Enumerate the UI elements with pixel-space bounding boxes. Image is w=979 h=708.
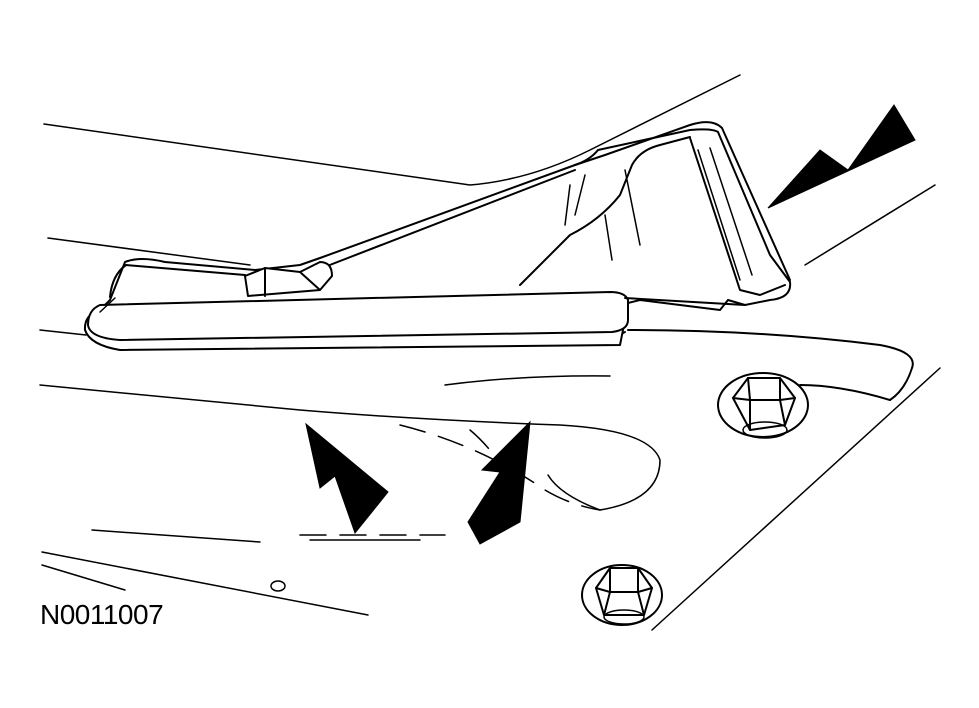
upper-flange-nut — [717, 372, 809, 439]
frame-panel-lines — [39, 74, 941, 631]
callout-arrow-lower-left — [305, 422, 389, 535]
callout-arrow-lower-right — [467, 420, 531, 545]
figure-id-label: N0011007 — [40, 599, 164, 630]
callout-arrow-upper-right — [767, 104, 916, 209]
lower-flange-nut — [581, 564, 663, 626]
heat-shield — [83, 121, 792, 351]
